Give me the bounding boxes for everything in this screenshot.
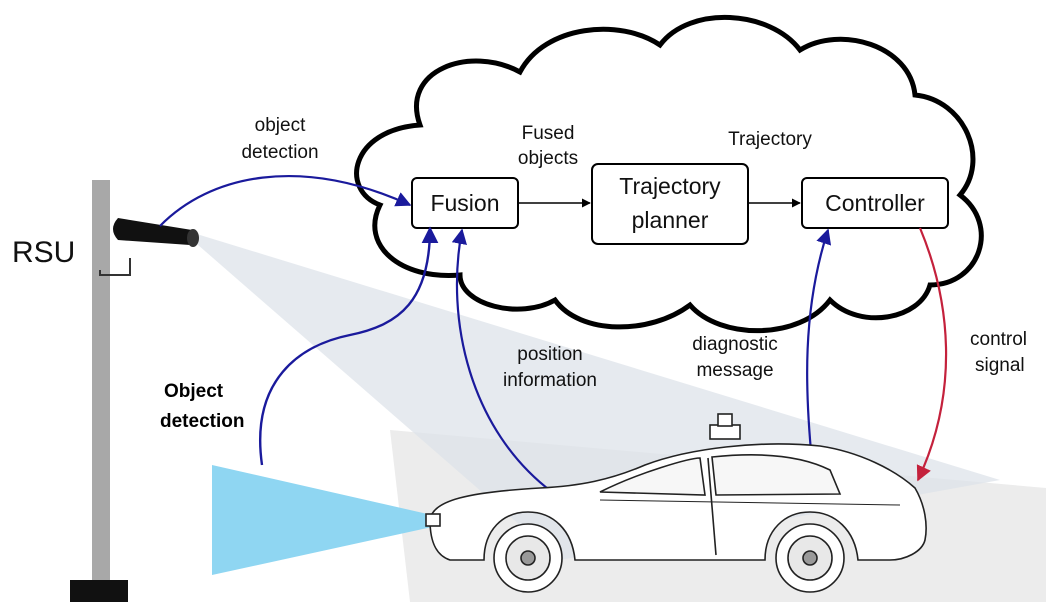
diagnostic-label-1: diagnostic (692, 334, 778, 355)
position-label-2: information (503, 370, 597, 391)
arrow-position-to-fusion (451, 228, 553, 493)
control-signal-label-2: signal (975, 355, 1025, 376)
arrow-object-detection-to-fusion (259, 226, 439, 466)
controller-box-label: Controller (825, 190, 925, 216)
rsu-pole-base (70, 580, 128, 602)
fused-objects-label-1: Fused (522, 123, 575, 144)
fusion-box-label: Fusion (430, 190, 499, 216)
arrow-diagnostic-to-controller (806, 228, 832, 463)
rsu-pole (92, 180, 110, 585)
fused-objects-label-2: objects (518, 148, 578, 169)
object-detection-top-label-1: object (255, 115, 306, 136)
arrow-control-signal (916, 227, 948, 482)
planner-label-line1: Trajectory (619, 173, 721, 199)
diagnostic-label-2: message (696, 360, 773, 381)
rsu-camera-icon (99, 218, 199, 276)
object-detection-top-label-2: detection (241, 142, 318, 163)
fusion-box: Fusion (411, 177, 519, 229)
position-label-1: position (517, 344, 583, 365)
arrow-rsu-to-fusion (159, 175, 412, 227)
car-illustration (425, 413, 927, 593)
trajectory-planner-box: Trajectory planner (591, 163, 749, 245)
planner-label-line2: planner (632, 207, 709, 233)
object-detection-bold-label-2: detection (160, 411, 244, 432)
control-signal-label-1: control (970, 329, 1027, 350)
trajectory-label: Trajectory (728, 129, 812, 150)
object-detection-bold-label-1: Object (164, 381, 224, 402)
car-sensor-beam (212, 465, 432, 575)
rsu-label: RSU (12, 236, 75, 269)
controller-box: Controller (801, 177, 949, 229)
